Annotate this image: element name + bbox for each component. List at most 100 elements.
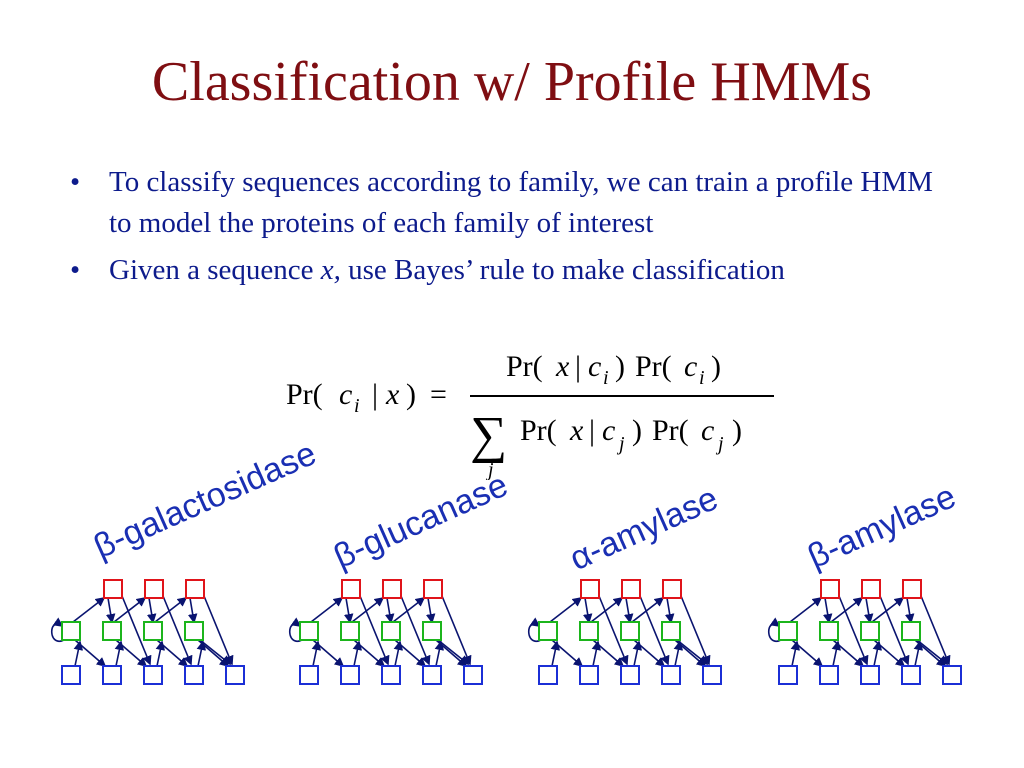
profile-hmm-diagram-icon (768, 579, 962, 685)
hmm-state-box-green (819, 621, 839, 641)
hmm-state-box-blue (860, 665, 880, 685)
hmm-transition (582, 597, 593, 624)
slide-title: Classification w/ Profile HMMs (151, 51, 873, 113)
hmm-self-loop (289, 617, 303, 643)
hmm-transition (673, 640, 684, 667)
hmm-transition (598, 595, 629, 666)
hmm-transition (441, 595, 472, 666)
hmm-transition (913, 640, 924, 667)
bullet-item-1: • To classify sequences according to fam… (70, 162, 950, 244)
formula-den-close2: ) (732, 414, 742, 447)
hmm-state-box-green (143, 621, 163, 641)
hmm-state-box-green (538, 621, 558, 641)
hmm-state-box-red (185, 579, 205, 599)
hmm-transition (632, 640, 643, 667)
formula-den-subscript2: j (715, 433, 724, 455)
hmm-transition (353, 639, 386, 668)
hmm-transition (664, 597, 675, 624)
formula-num-pr: Pr( (506, 350, 543, 383)
formula-den-c2: c (701, 414, 714, 447)
hmm-transition (72, 597, 106, 623)
hmm-state-box-blue (184, 665, 204, 685)
hmm-transition (196, 640, 207, 667)
hmm-transition (113, 597, 147, 623)
hmm-state-box-blue (661, 665, 681, 685)
profile-hmm-diagram-icon (51, 579, 245, 685)
hmm-state-box-red (580, 579, 600, 599)
hmm-transition (156, 639, 189, 668)
hmm-transition (550, 640, 561, 667)
hmm-state-box-green (184, 621, 204, 641)
hmm-transition (831, 640, 842, 667)
hmm-state-box-red (144, 579, 164, 599)
hmm-state-box-red (861, 579, 881, 599)
hmm-state-box-blue (61, 665, 81, 685)
hmm-transition (199, 639, 232, 665)
formula-lhs-close: ) (406, 378, 416, 411)
hmm-state-box-blue (340, 665, 360, 685)
hmm-transition (591, 640, 602, 667)
formula-lhs-x: x (385, 378, 400, 411)
hmm-transition (551, 639, 584, 668)
hmm-transition (393, 640, 404, 667)
formula-den-x: x (569, 414, 584, 447)
formula-den-c: c (602, 414, 615, 447)
hmm-transition (434, 640, 445, 667)
bullet-marker: • (70, 166, 81, 198)
bullet-text: To classify sequences according to famil… (109, 166, 933, 239)
hmm-state-box-green (860, 621, 880, 641)
hmm-state-box-red (662, 579, 682, 599)
hmm-state-box-blue (702, 665, 722, 685)
hmm-transition (425, 597, 436, 624)
hmm-transition (832, 639, 865, 668)
bullet-list: • To classify sequences according to fam… (70, 162, 950, 297)
hmm-state-box-blue (942, 665, 962, 685)
hmm-state-box-green (620, 621, 640, 641)
hmm-transition (871, 597, 905, 623)
hmm-transition (639, 595, 670, 666)
hmm-transition (790, 640, 801, 667)
hmm-state-box-red (103, 579, 123, 599)
formula-lhs-c: c (339, 378, 352, 411)
hmm-state-box-blue (422, 665, 442, 685)
hmm-state-box-blue (620, 665, 640, 685)
hmm-state-box-green (381, 621, 401, 641)
hmm-transition (73, 640, 84, 667)
hmm-state-box-green (299, 621, 319, 641)
formula-num-x: x (555, 350, 570, 383)
hmm-transition (392, 597, 426, 623)
formula-num-pr2: Pr( (635, 350, 672, 383)
profile-hmm-diagram-icon (528, 579, 722, 685)
hmm-state-box-blue (143, 665, 163, 685)
hmm-state-box-blue (819, 665, 839, 685)
hmm-transition (105, 597, 116, 624)
hmm-transition (400, 595, 431, 666)
hmm-transition (879, 595, 910, 666)
hmm-state-box-blue (538, 665, 558, 685)
hmm-transition (343, 597, 354, 624)
hmm-transition (873, 639, 906, 668)
hmm-state-box-blue (225, 665, 245, 685)
hmm-transition (437, 639, 470, 665)
hmm-transition (676, 639, 709, 665)
hmm-transition (351, 597, 385, 623)
hmm-state-box-green (102, 621, 122, 641)
hmm-transition (155, 640, 166, 667)
hmm-transition (590, 597, 624, 623)
hmm-transition (631, 597, 665, 623)
formula-den-bar: | (589, 414, 595, 447)
hmm-transition (920, 595, 951, 666)
formula-den-pr: Pr( (520, 414, 557, 447)
bullet-marker: • (70, 254, 81, 286)
hmm-transition (311, 640, 322, 667)
hmm-state-box-green (422, 621, 442, 641)
hmm-state-box-red (423, 579, 443, 599)
hmm-transition (74, 639, 107, 668)
formula-lhs-bar: | (372, 378, 378, 411)
hmm-transition (310, 597, 344, 623)
formula-num-c2: c (684, 350, 697, 383)
hmm-self-loop (528, 617, 542, 643)
hmm-transition (384, 597, 395, 624)
formula-num-c: c (588, 350, 601, 383)
